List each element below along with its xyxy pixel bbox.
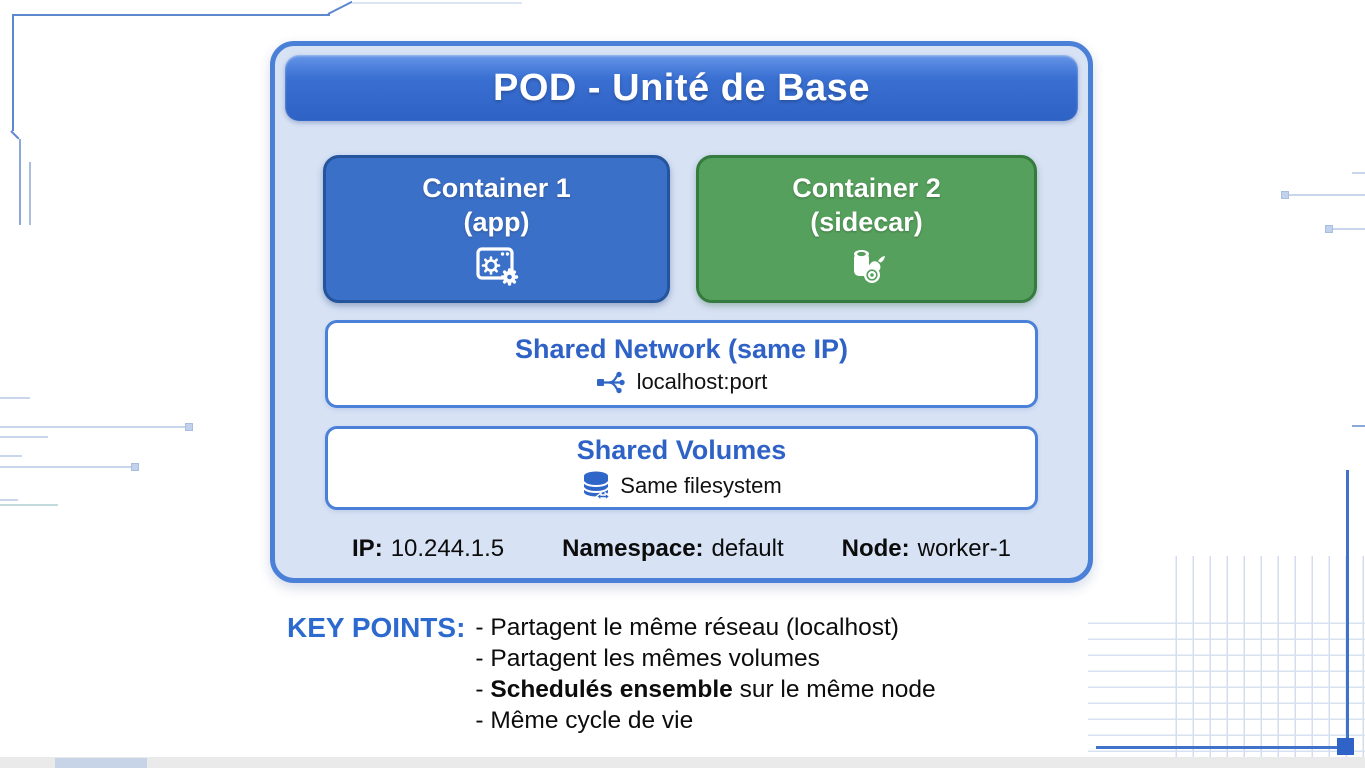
frame-line bbox=[19, 139, 21, 225]
circuit-node bbox=[185, 423, 193, 431]
shared-volumes-box: Shared Volumes Same filesystem bbox=[325, 426, 1038, 510]
shared-volumes-value: Same filesystem bbox=[620, 472, 782, 498]
containers-row: Container 1 (app) bbox=[323, 155, 1037, 303]
frame-line bbox=[29, 162, 31, 225]
key-point-item: - Schedulés ensemble sur le même node bbox=[475, 676, 936, 703]
circuit-trace bbox=[0, 499, 18, 501]
frame-line bbox=[12, 16, 14, 131]
shared-volumes-detail: Same filesystem bbox=[581, 470, 782, 502]
key-points-list: - Partagent le même réseau (localhost) -… bbox=[475, 612, 935, 736]
logs-icon bbox=[845, 246, 889, 286]
circuit-node bbox=[1325, 225, 1333, 233]
pod-title: POD - Unité de Base bbox=[493, 66, 870, 109]
frame-line bbox=[327, 0, 353, 15]
circuit-trace bbox=[0, 397, 30, 399]
circuit-trace bbox=[1352, 172, 1365, 174]
circuit-trace bbox=[0, 455, 22, 457]
database-icon bbox=[581, 470, 612, 502]
shared-network-title: Shared Network (same IP) bbox=[514, 334, 849, 365]
circuit-trace bbox=[0, 504, 58, 506]
circuit-trace bbox=[0, 436, 48, 438]
container-1-role: (app) bbox=[463, 206, 530, 237]
circuit-node bbox=[1337, 738, 1354, 755]
shared-network-detail: localhost:port bbox=[596, 368, 768, 395]
circuit-node bbox=[131, 463, 139, 471]
circuit-trace bbox=[0, 466, 134, 468]
pod-meta-ip-value: 10.244.1.5 bbox=[390, 535, 505, 562]
circuit-grid bbox=[1088, 608, 1365, 768]
pod-meta-ip-label: IP: bbox=[352, 535, 383, 562]
key-points: KEY POINTS: - Partagent le même réseau (… bbox=[287, 612, 936, 736]
circuit-node bbox=[1281, 191, 1289, 199]
container-2-box: Container 2 (sidecar) bbox=[696, 155, 1037, 303]
shared-volumes-title: Shared Volumes bbox=[576, 435, 787, 466]
circuit-trace bbox=[0, 426, 188, 428]
pod-meta-node: Node: worker-1 bbox=[842, 535, 1011, 563]
container-2-role: (sidecar) bbox=[810, 206, 923, 237]
circuit-trace bbox=[1333, 228, 1365, 230]
circuit-trace bbox=[1289, 194, 1365, 196]
circuit-trace bbox=[1096, 746, 1348, 749]
frame-line bbox=[12, 14, 330, 16]
shared-network-box: Shared Network (same IP) localhost:port bbox=[325, 320, 1038, 408]
frame-line bbox=[352, 2, 522, 4]
network-icon bbox=[596, 370, 628, 394]
key-point-item: - Partagent les mêmes volumes bbox=[475, 645, 820, 672]
pod-meta-row: IP: 10.244.1.5 Namespace: default Node: wor… bbox=[275, 535, 1088, 563]
key-point-item: - Même cycle de vie bbox=[475, 707, 694, 734]
circuit-trace bbox=[1346, 470, 1349, 750]
key-points-label: KEY POINTS: bbox=[287, 612, 466, 643]
pod-meta-node-label: Node: bbox=[841, 535, 910, 562]
pod-header: POD - Unité de Base bbox=[285, 55, 1078, 121]
pod-meta-node-value: worker-1 bbox=[917, 535, 1011, 562]
bottom-strip bbox=[0, 757, 1365, 768]
app-window-gear-icon bbox=[473, 246, 521, 286]
pod-meta-namespace: Namespace: default bbox=[562, 535, 783, 563]
pod-meta-namespace-value: default bbox=[711, 535, 784, 562]
circuit-trace bbox=[1352, 425, 1365, 427]
pod-meta-namespace-label: Namespace: bbox=[562, 535, 704, 562]
bottom-strip-accent bbox=[55, 758, 147, 768]
container-1-box: Container 1 (app) bbox=[323, 155, 670, 303]
container-2-name: Container 2 bbox=[792, 172, 941, 203]
key-point-item: - Partagent le même réseau (localhost) bbox=[475, 614, 899, 641]
container-1-name: Container 1 bbox=[422, 172, 571, 203]
shared-network-value: localhost:port bbox=[636, 368, 768, 394]
pod-box: POD - Unité de Base Container 1 (app) bbox=[270, 41, 1093, 583]
pod-meta-ip: IP: 10.244.1.5 bbox=[352, 535, 504, 563]
